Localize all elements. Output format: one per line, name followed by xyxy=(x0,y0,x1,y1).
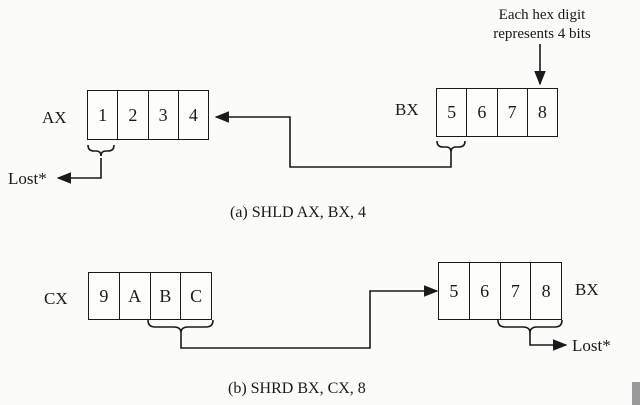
bx-label-b: BX xyxy=(575,280,599,299)
ax-digit: 1 xyxy=(88,91,119,139)
brace-bx-78 xyxy=(497,319,563,334)
bx-label-a: BX xyxy=(395,100,419,119)
lost-label-a: Lost* xyxy=(8,169,47,188)
bx-digit: 5 xyxy=(437,89,468,136)
lost-arrow-a xyxy=(56,158,102,184)
cx-digit: C xyxy=(190,285,203,306)
bx-register-a: 5 6 7 8 xyxy=(436,88,558,137)
note-line-2: represents 4 bits xyxy=(493,26,591,42)
transfer-arrow-a xyxy=(214,111,452,168)
ax-digit: 3 xyxy=(149,91,179,139)
brace-cx-bc xyxy=(147,319,214,334)
bx-digit: 8 xyxy=(541,280,551,301)
ax-digit: 2 xyxy=(118,91,149,139)
bx-digit: 5 xyxy=(439,263,470,319)
cx-digit: A xyxy=(120,273,151,319)
bx-register-b: 5 6 7 8 xyxy=(438,262,562,320)
lost-arrow-b xyxy=(529,333,568,351)
cx-register: 9 A B C xyxy=(88,272,212,320)
bx-digit: 6 xyxy=(470,263,501,319)
ax-label: AX xyxy=(42,108,67,127)
bx-digit: 8 xyxy=(537,102,547,122)
cx-label: CX xyxy=(44,289,68,308)
brace-ax-1 xyxy=(87,144,115,157)
cx-digit: B xyxy=(151,273,182,319)
note-label: Each hex digit represents 4 bits xyxy=(480,6,604,44)
transfer-arrow-b xyxy=(180,285,439,349)
caption-a: (a) SHLD AX, BX, 4 xyxy=(230,204,366,221)
brace-bx-5 xyxy=(436,140,466,153)
ax-digit: 4 xyxy=(188,104,198,125)
cx-digit: 9 xyxy=(89,273,120,319)
bx-digit: 6 xyxy=(467,89,498,136)
ax-register: 1 2 3 4 xyxy=(87,90,209,140)
lost-label-b: Lost* xyxy=(572,336,611,355)
note-line-1: Each hex digit xyxy=(498,7,586,23)
page-edge-shadow xyxy=(632,382,640,405)
bx-digit: 7 xyxy=(498,89,528,136)
caption-b: (b) SHRD BX, CX, 8 xyxy=(228,380,366,397)
bx-digit: 7 xyxy=(501,263,532,319)
